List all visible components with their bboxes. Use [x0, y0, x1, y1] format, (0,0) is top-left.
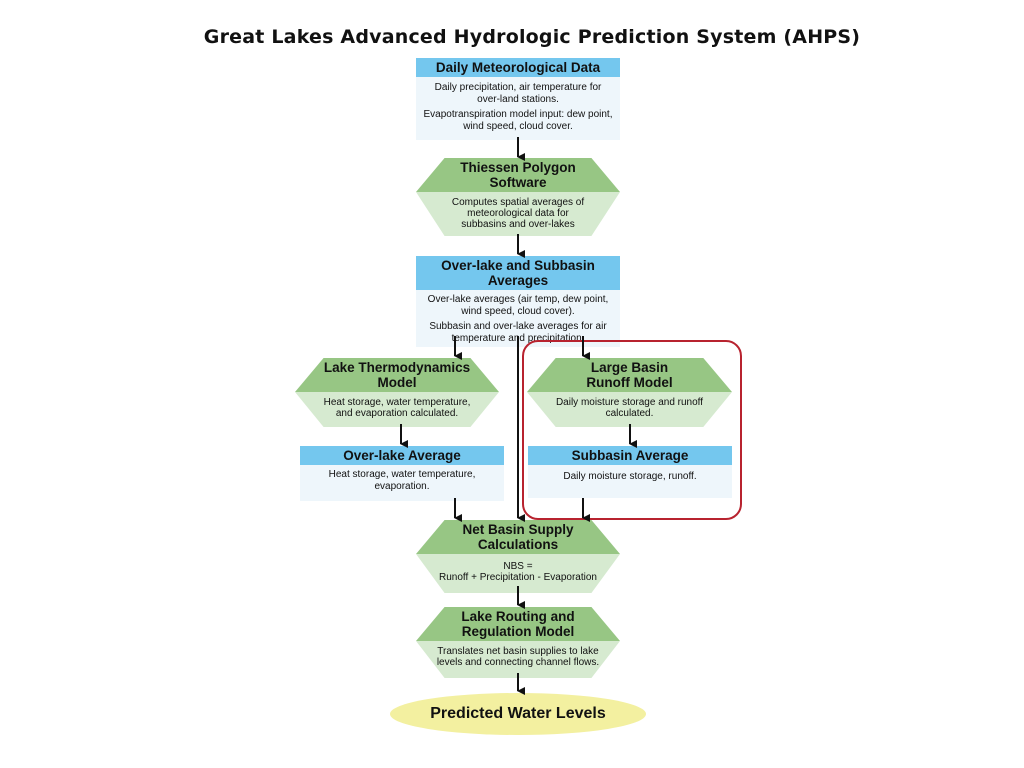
- node-header: Net Basin Supply Calculations: [416, 520, 620, 554]
- node-text: Translates net basin supplies to lake le…: [436, 646, 600, 668]
- node-body: Daily moisture storage and runoff calcul…: [527, 392, 732, 427]
- node-text: Heat storage, water temperature, and eva…: [323, 397, 471, 419]
- node-text: Computes spatial averages of meteorologi…: [451, 197, 585, 230]
- node-text: Evapotranspiration model input: dew poin…: [423, 109, 613, 132]
- node-header: Subbasin Average: [528, 446, 732, 465]
- node-header: Lake Routing and Regulation Model: [416, 607, 620, 641]
- node-header: Over-lake and Subbasin Averages: [416, 256, 620, 290]
- node-text: NBS =: [503, 561, 533, 572]
- node-header: Large Basin Runoff Model: [527, 358, 732, 392]
- node-large-basin-runoff-model: Large Basin Runoff Model Daily moisture …: [527, 358, 732, 427]
- node-text: Daily precipitation, air temperature for…: [434, 82, 602, 105]
- node-header: Over-lake Average: [300, 446, 504, 465]
- node-lake-routing-regulation-model: Lake Routing and Regulation Model Transl…: [416, 607, 620, 678]
- node-text: Daily moisture storage, runoff.: [563, 471, 697, 482]
- node-predicted-water-levels: Predicted Water Levels: [390, 693, 646, 735]
- node-body: Daily moisture storage, runoff.: [528, 465, 732, 498]
- node-overlake-average: Over-lake Average Heat storage, water te…: [300, 446, 504, 501]
- node-body: Computes spatial averages of meteorologi…: [416, 192, 620, 236]
- node-body: Translates net basin supplies to lake le…: [416, 641, 620, 678]
- node-text: Over-lake averages (air temp, dew point,…: [427, 294, 609, 317]
- node-text: Daily moisture storage and runoff calcul…: [555, 397, 704, 419]
- node-subbasin-average: Subbasin Average Daily moisture storage,…: [528, 446, 732, 498]
- node-body: Heat storage, water temperature, evapora…: [300, 465, 504, 501]
- node-header: Daily Meteorological Data: [416, 58, 620, 77]
- node-header: Thiessen Polygon Software: [416, 158, 620, 192]
- node-header: Lake Thermodynamics Model: [295, 358, 499, 392]
- node-net-basin-supply-calculations: Net Basin Supply Calculations NBS = Runo…: [416, 520, 620, 593]
- node-text: Heat storage, water temperature, evapora…: [328, 469, 476, 492]
- node-lake-thermodynamics-model: Lake Thermodynamics Model Heat storage, …: [295, 358, 499, 427]
- node-text: Runoff + Precipitation - Evaporation: [439, 572, 597, 583]
- node-daily-meteorological-data: Daily Meteorological Data Daily precipit…: [416, 58, 620, 140]
- node-thiessen-polygon-software: Thiessen Polygon Software Computes spati…: [416, 158, 620, 236]
- diagram-title: Great Lakes Advanced Hydrologic Predicti…: [203, 26, 861, 48]
- node-body: Heat storage, water temperature, and eva…: [295, 392, 499, 427]
- highlight-box: [522, 340, 742, 520]
- node-body: Daily precipitation, air temperature for…: [416, 77, 620, 140]
